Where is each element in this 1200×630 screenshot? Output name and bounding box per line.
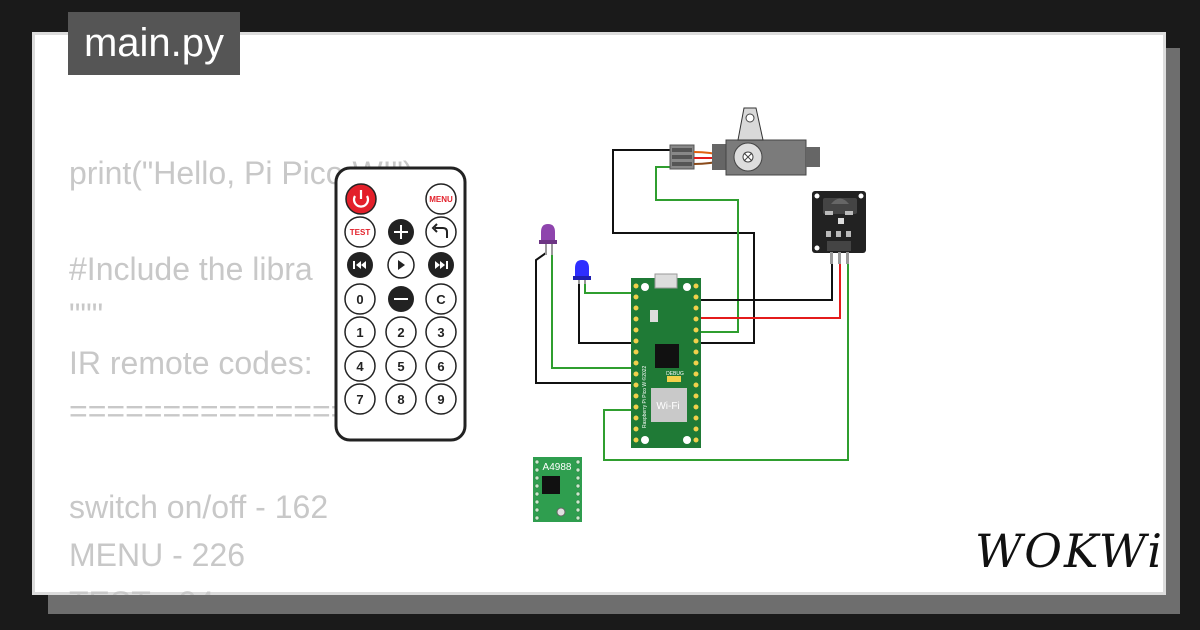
pico-w-board[interactable]: DEBUG Wi-Fi Raspberry Pi Pico W ©2022 [631, 273, 701, 448]
wires [535, 149, 849, 461]
key-label: 1 [356, 325, 363, 340]
wire-black [700, 255, 833, 301]
key-5[interactable]: 5 [385, 350, 417, 382]
pin-header-left [632, 282, 640, 444]
driver-label: A4988 [543, 462, 572, 473]
ir-remote[interactable]: MENU TEST [334, 166, 467, 442]
key-label: 8 [397, 392, 404, 407]
key-label: 4 [356, 359, 364, 374]
key-label: 3 [437, 325, 444, 340]
power-icon [352, 190, 370, 208]
key-4[interactable]: 4 [344, 350, 376, 382]
wire-black [578, 282, 636, 344]
menu-button[interactable]: MENU [425, 183, 457, 215]
key-6[interactable]: 6 [425, 350, 457, 382]
rewind-button[interactable] [347, 252, 373, 278]
code-line: TEST - 34 [69, 585, 214, 595]
wire-green [584, 282, 636, 294]
key-label: 5 [397, 359, 404, 374]
code-line: #Include the libra [69, 251, 313, 287]
key-label: 0 [356, 292, 363, 307]
led-purple[interactable] [539, 224, 557, 255]
key-8[interactable]: 8 [385, 383, 417, 415]
servo-motor[interactable] [669, 107, 820, 176]
back-button[interactable] [425, 216, 457, 248]
key-label: 7 [356, 392, 363, 407]
code-line: print("Hello, Pi Pico W!") [69, 155, 414, 191]
key-1[interactable]: 1 [344, 316, 376, 348]
file-tab[interactable]: main.py [68, 12, 240, 75]
pin-header-right [692, 282, 700, 444]
preview-card [32, 32, 1166, 595]
plus-icon [394, 225, 408, 239]
code-line: MENU - 226 [69, 537, 246, 573]
key-2[interactable]: 2 [385, 316, 417, 348]
wire-black [535, 252, 636, 384]
wire-red [700, 255, 841, 319]
key-label: 6 [437, 359, 444, 374]
plus-button[interactable] [388, 219, 414, 245]
debug-label: DEBUG [666, 371, 684, 377]
key-9[interactable]: 9 [425, 383, 457, 415]
a4988-driver[interactable]: A4988 [533, 457, 582, 522]
key-3[interactable]: 3 [425, 316, 457, 348]
test-button[interactable]: TEST [344, 216, 376, 248]
menu-label: MENU [429, 195, 453, 204]
key-label: C [436, 292, 446, 307]
code-line: switch on/off - 162 [69, 489, 329, 525]
play-button[interactable] [387, 251, 415, 279]
fast-forward-icon [435, 261, 448, 269]
key-0[interactable]: 0 [344, 283, 376, 315]
led-blue[interactable] [573, 260, 591, 284]
fast-forward-button[interactable] [428, 252, 454, 278]
rewind-icon [353, 261, 366, 269]
key-7[interactable]: 7 [344, 383, 376, 415]
board-label: Raspberry Pi Pico W ©2022 [641, 365, 648, 428]
wire-green [551, 253, 636, 369]
code-line: """ [69, 297, 104, 333]
code-line: IR remote codes: [69, 345, 313, 381]
test-label: TEST [350, 228, 371, 237]
wifi-label: Wi-Fi [656, 401, 679, 412]
wire-black [612, 149, 755, 344]
wokwi-logo: WOKWi [975, 524, 1164, 578]
minus-button[interactable] [388, 286, 414, 312]
wire-green [603, 255, 849, 461]
key-label: 2 [397, 325, 404, 340]
ir-receiver[interactable] [812, 191, 866, 264]
back-icon [431, 223, 448, 238]
play-icon [398, 260, 405, 270]
power-button[interactable] [345, 183, 377, 215]
key-c[interactable]: C [425, 283, 457, 315]
code-area: print("Hello, Pi Pico W!") #Include the … [35, 35, 1165, 595]
wire-green [655, 166, 739, 333]
key-label: 9 [437, 392, 444, 407]
